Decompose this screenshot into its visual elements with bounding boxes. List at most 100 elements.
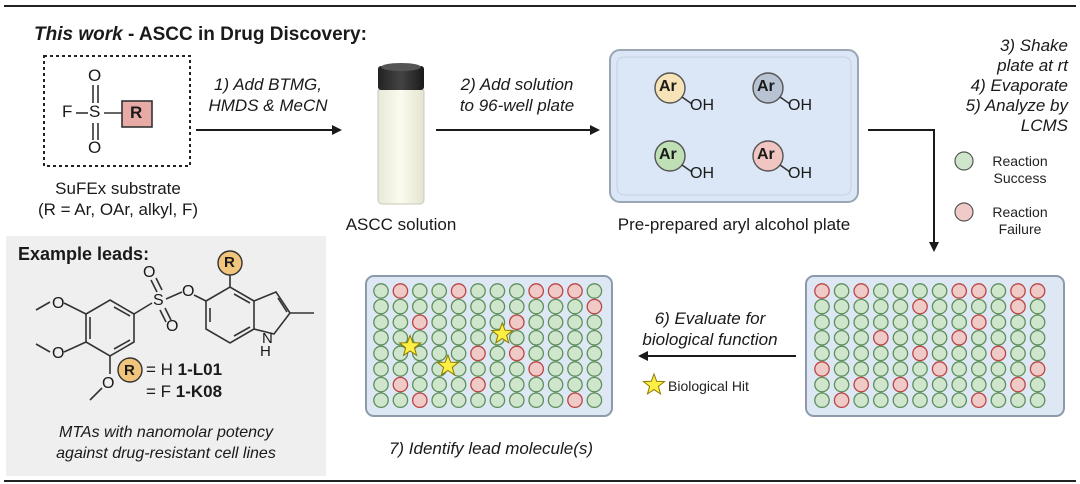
- screening-well-success: [470, 392, 486, 409]
- screening-well-success: [373, 345, 389, 362]
- screening-well-success: [586, 345, 603, 362]
- results-well-success: [931, 345, 948, 362]
- results-wells: [814, 283, 1046, 409]
- lead-atom-o-s2: O: [166, 318, 179, 335]
- results-well-fail: [872, 329, 889, 346]
- results-well-fail: [912, 298, 928, 315]
- results-well-success: [970, 361, 987, 377]
- results-well-success: [912, 392, 928, 409]
- atom-f: F: [62, 102, 73, 121]
- screening-well-success: [373, 314, 389, 331]
- aryl-alcohol-well: [752, 72, 784, 104]
- step2-line1: 2) Add solution: [460, 75, 574, 94]
- screening-well-success: [528, 345, 545, 362]
- hit-stars: [398, 321, 515, 376]
- results-well-success: [814, 329, 830, 346]
- results-well-success: [1010, 345, 1026, 362]
- results-well-success: [872, 345, 889, 362]
- step1-line2: HMDS & MeCN: [208, 96, 328, 115]
- aryl-alcohol-well: [752, 140, 784, 172]
- results-well-fail: [814, 361, 830, 377]
- results-well-success: [872, 298, 889, 315]
- legend-success-line1: Reaction: [992, 153, 1048, 169]
- results-well-success: [1029, 376, 1046, 393]
- screening-well-success: [373, 283, 389, 299]
- aryl-oh-bond: [779, 164, 791, 173]
- results-well-success: [853, 298, 870, 315]
- results-well-success: [931, 392, 948, 409]
- lead-r-badge: [217, 250, 243, 276]
- screening-well-success: [470, 283, 486, 299]
- screening-well-success: [392, 361, 409, 377]
- results-well-success: [990, 361, 1007, 377]
- results-well-success: [1029, 329, 1046, 346]
- results-well-success: [814, 376, 830, 393]
- screening-well-success: [373, 329, 389, 346]
- aryl-alcohol-well: [654, 140, 686, 172]
- results-well-success: [951, 345, 968, 362]
- screening-well-success: [489, 392, 506, 409]
- screening-well-fail: [411, 392, 428, 409]
- legend-success-dot: [954, 151, 974, 171]
- results-well-success: [951, 314, 968, 331]
- methoxy-o-atom: O: [102, 375, 115, 392]
- results-well-fail: [892, 376, 909, 393]
- results-well-success: [892, 392, 909, 409]
- results-well-success: [814, 392, 830, 409]
- page-title: This work - ASCC in Drug Discovery:: [34, 24, 367, 46]
- step6-text: 6) Evaluate for biological function: [622, 308, 798, 350]
- screening-well-success: [392, 314, 409, 331]
- results-well-success: [833, 283, 850, 299]
- r-group-box: [121, 100, 153, 128]
- results-well-success: [853, 361, 870, 377]
- results-well-fail: [1029, 361, 1046, 377]
- results-well-success: [814, 314, 830, 331]
- substrate-caption-line2: (R = Ar, OAr, alkyl, F): [37, 200, 199, 219]
- results-well-success: [814, 298, 830, 315]
- results-well-fail: [853, 283, 870, 299]
- results-well-fail: [931, 361, 948, 377]
- hydroxyl-label: OH: [690, 97, 714, 114]
- results-well-success: [912, 283, 928, 299]
- screening-well-success: [586, 283, 603, 299]
- legend-success-label: Reaction Success: [980, 153, 1060, 187]
- results-well-fail: [833, 392, 850, 409]
- screening-well-success: [586, 376, 603, 393]
- screening-well-success: [450, 314, 467, 331]
- results-well-success: [951, 361, 968, 377]
- results-well-success: [951, 392, 968, 409]
- step5-line1: 5) Analyze by: [965, 96, 1068, 115]
- screening-well-success: [547, 345, 564, 362]
- results-well-success: [1010, 361, 1026, 377]
- results-well-success: [833, 298, 850, 315]
- results-well-success: [1010, 329, 1026, 346]
- screening-well-success: [547, 361, 564, 377]
- screening-well-success: [508, 283, 525, 299]
- screening-well-success: [450, 329, 467, 346]
- step7-text: 7) Identify lead molecule(s): [388, 439, 594, 458]
- atom-o-bottom: O: [88, 138, 102, 157]
- results-well-success: [892, 345, 909, 362]
- results-well-success: [872, 392, 889, 409]
- hit-star-icon: [436, 353, 460, 376]
- legend-r-label: R: [124, 362, 135, 379]
- leads-note-line2: against drug-resistant cell lines: [56, 445, 276, 462]
- results-well-success: [990, 392, 1007, 409]
- atom-o-top: O: [88, 66, 102, 85]
- results-well-fail: [970, 283, 987, 299]
- screening-well-success: [431, 376, 448, 393]
- step3-line1: 3) Shake: [999, 36, 1068, 55]
- results-well-success: [990, 298, 1007, 315]
- alcohol-plate: [609, 49, 859, 203]
- screening-well-success: [489, 345, 506, 362]
- screening-well-success: [508, 361, 525, 377]
- results-well-success: [1029, 314, 1046, 331]
- lead-molecule-structure: [35, 272, 314, 401]
- r-group-label: R: [130, 103, 143, 122]
- title-separator: -: [122, 24, 139, 45]
- screening-well-success: [373, 361, 389, 377]
- results-well-success: [931, 376, 948, 393]
- legend-hit-label: Biological Hit: [668, 378, 749, 394]
- results-well-fail: [912, 345, 928, 362]
